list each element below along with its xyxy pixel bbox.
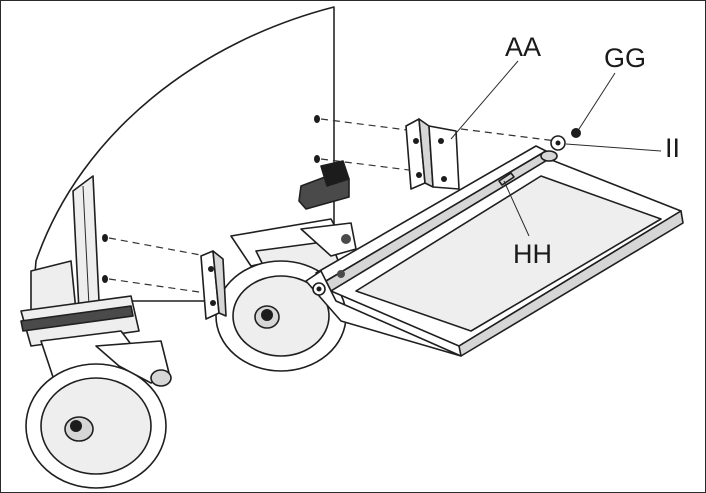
front-caster: [20, 295, 172, 489]
panel-holes: [102, 115, 320, 283]
callout-hh: HH: [513, 239, 552, 269]
leader-aa: [450, 60, 519, 140]
leader-lines: [450, 60, 662, 237]
callout-aa: AA: [505, 32, 541, 62]
lower-bracket: [200, 250, 227, 320]
hardware: [550, 128, 581, 151]
callout-gg: GG: [604, 43, 646, 73]
callout-ii: II: [665, 133, 680, 163]
leader-hh: [503, 180, 530, 237]
bumper-block: [298, 160, 350, 210]
leader-gg: [578, 72, 616, 130]
upper-bracket: [405, 118, 460, 190]
shelf-tray: [305, 145, 684, 357]
bolt-gg: [571, 128, 581, 138]
leader-ii: [565, 143, 662, 152]
rear-caster: [215, 218, 357, 372]
